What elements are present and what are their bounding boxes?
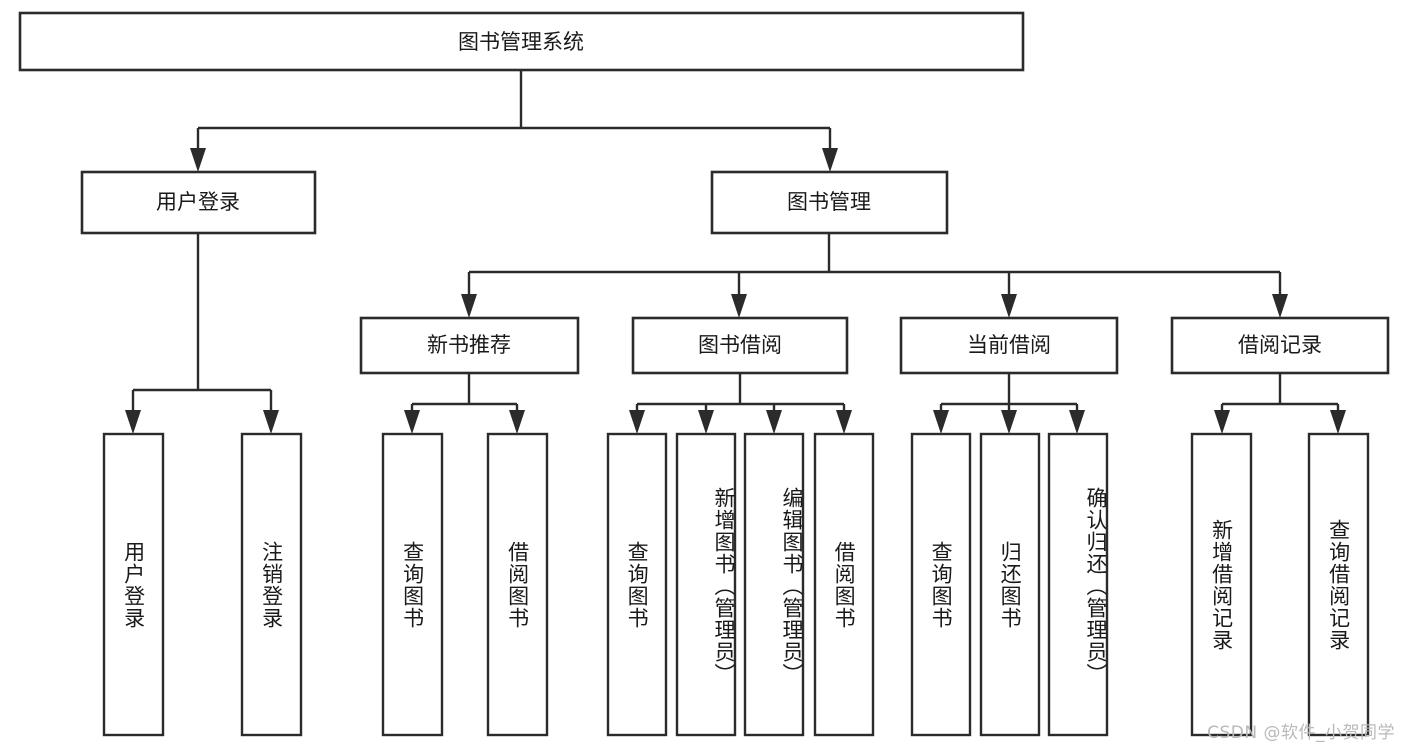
connector-root-to-level1 — [190, 70, 838, 172]
leaf-box-query-borrow-record[interactable] — [1307, 432, 1370, 737]
arrow-head-icon — [1001, 410, 1017, 434]
book-management-label: 图书管理 — [787, 190, 871, 214]
node-current-borrow[interactable]: 当前借阅 — [899, 316, 1119, 375]
leaf-box-return-books[interactable] — [979, 432, 1041, 737]
arrow-head-icon — [1214, 410, 1230, 434]
connector-bookborrow-to-leaves — [629, 373, 852, 434]
connector-currentborrow-to-leaves — [933, 373, 1085, 434]
connector-userlogin-to-leaves — [125, 233, 279, 434]
leaf-box-query-books-1[interactable] — [381, 432, 444, 737]
leaf-box-borrow-books-1[interactable] — [486, 432, 549, 737]
arrow-head-icon — [933, 410, 949, 434]
leaf-box-confirm-return-admin[interactable] — [1047, 432, 1109, 737]
arrow-head-icon — [190, 148, 206, 172]
arrow-head-icon — [1069, 410, 1085, 434]
node-book-borrow[interactable]: 图书借阅 — [631, 316, 849, 375]
arrow-head-icon — [1330, 410, 1346, 434]
arrow-head-icon — [509, 410, 525, 434]
connector-bookmgmt-to-level2 — [461, 233, 1288, 318]
arrow-head-icon — [1001, 294, 1017, 318]
arrow-head-icon — [125, 410, 141, 434]
node-root[interactable]: 图书管理系统 — [18, 11, 1025, 72]
root-label: 图书管理系统 — [458, 30, 584, 54]
arrow-head-icon — [461, 294, 477, 318]
leaf-box-edit-book-admin[interactable] — [743, 432, 805, 737]
arrow-head-icon — [698, 410, 714, 434]
leaf-box-logout[interactable] — [240, 432, 303, 737]
node-new-book-recommend[interactable]: 新书推荐 — [359, 316, 580, 375]
arrow-head-icon — [836, 410, 852, 434]
book-borrow-label: 图书借阅 — [698, 333, 782, 357]
arrow-head-icon — [731, 294, 747, 318]
arrow-head-icon — [629, 410, 645, 434]
leaf-box-add-book-admin[interactable] — [675, 432, 737, 737]
leaf-box-borrow-books-2[interactable] — [813, 432, 875, 737]
node-user-login[interactable]: 用户登录 — [80, 170, 317, 235]
leaf-box-add-borrow-record[interactable] — [1190, 432, 1253, 737]
root-box — [18, 11, 1025, 72]
new-book-recommend-label: 新书推荐 — [427, 333, 511, 357]
leaf-box-query-books-2[interactable] — [606, 432, 668, 737]
node-borrow-record[interactable]: 借阅记录 — [1170, 316, 1390, 375]
arrow-head-icon — [404, 410, 420, 434]
borrow-record-label: 借阅记录 — [1238, 333, 1322, 357]
current-borrow-label: 当前借阅 — [967, 333, 1051, 357]
user-login-box — [80, 170, 317, 235]
new-book-recommend-box — [359, 316, 580, 375]
user-login-label: 用户登录 — [156, 190, 240, 214]
arrow-head-icon — [766, 410, 782, 434]
arrow-head-icon — [263, 410, 279, 434]
current-borrow-box — [899, 316, 1119, 375]
leaf-box-query-books-3[interactable] — [910, 432, 972, 737]
connector-newbook-to-leaves — [404, 373, 525, 434]
arrow-head-icon — [1272, 294, 1288, 318]
node-book-management[interactable]: 图书管理 — [710, 170, 949, 235]
leaf-box-user-login[interactable] — [102, 432, 165, 737]
connector-borrowrecord-to-leaves — [1214, 373, 1346, 434]
arrow-head-icon — [822, 148, 838, 172]
watermark: CSDN @软件_小贺同学 — [1207, 723, 1395, 743]
